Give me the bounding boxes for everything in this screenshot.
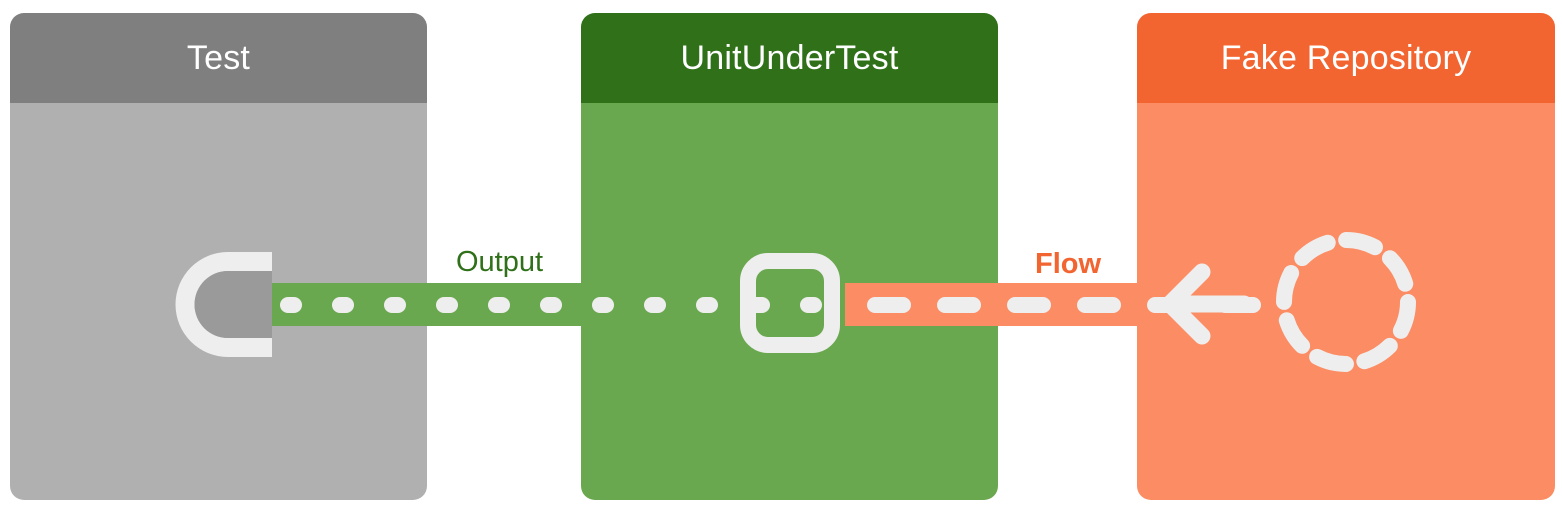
connection-dash [540,296,562,313]
d-socket-connector-icon [175,252,272,357]
connection-dash [644,296,666,313]
panel-unit-under-test-header: UnitUnderTest [581,13,998,103]
connection-dash [592,296,614,313]
square-plug-connector-icon [740,253,840,353]
connection-dash [488,296,510,313]
connection-dash [867,296,911,313]
panel-unit-under-test-title: UnitUnderTest [680,39,899,77]
connection-dash [937,296,981,313]
connection-dash [800,296,822,313]
panel-fake-repository-header: Fake Repository [1137,13,1555,103]
connection-dash [280,296,302,313]
connection-label-flow: Flow [1029,248,1108,281]
connection-dash [1077,296,1121,313]
connection-label-output: Output [450,246,550,279]
connection-dash [1007,296,1051,313]
dashed-circle-icon [1270,226,1422,378]
panel-fake-repository-title: Fake Repository [1220,39,1472,77]
connection-dash [696,296,718,313]
panel-test-title: Test [186,39,251,77]
connection-dash [384,296,406,313]
panel-test-header: Test [10,13,427,103]
connection-dash [332,296,354,313]
left-arrow-icon [1160,262,1253,346]
connection-dash [436,296,458,313]
